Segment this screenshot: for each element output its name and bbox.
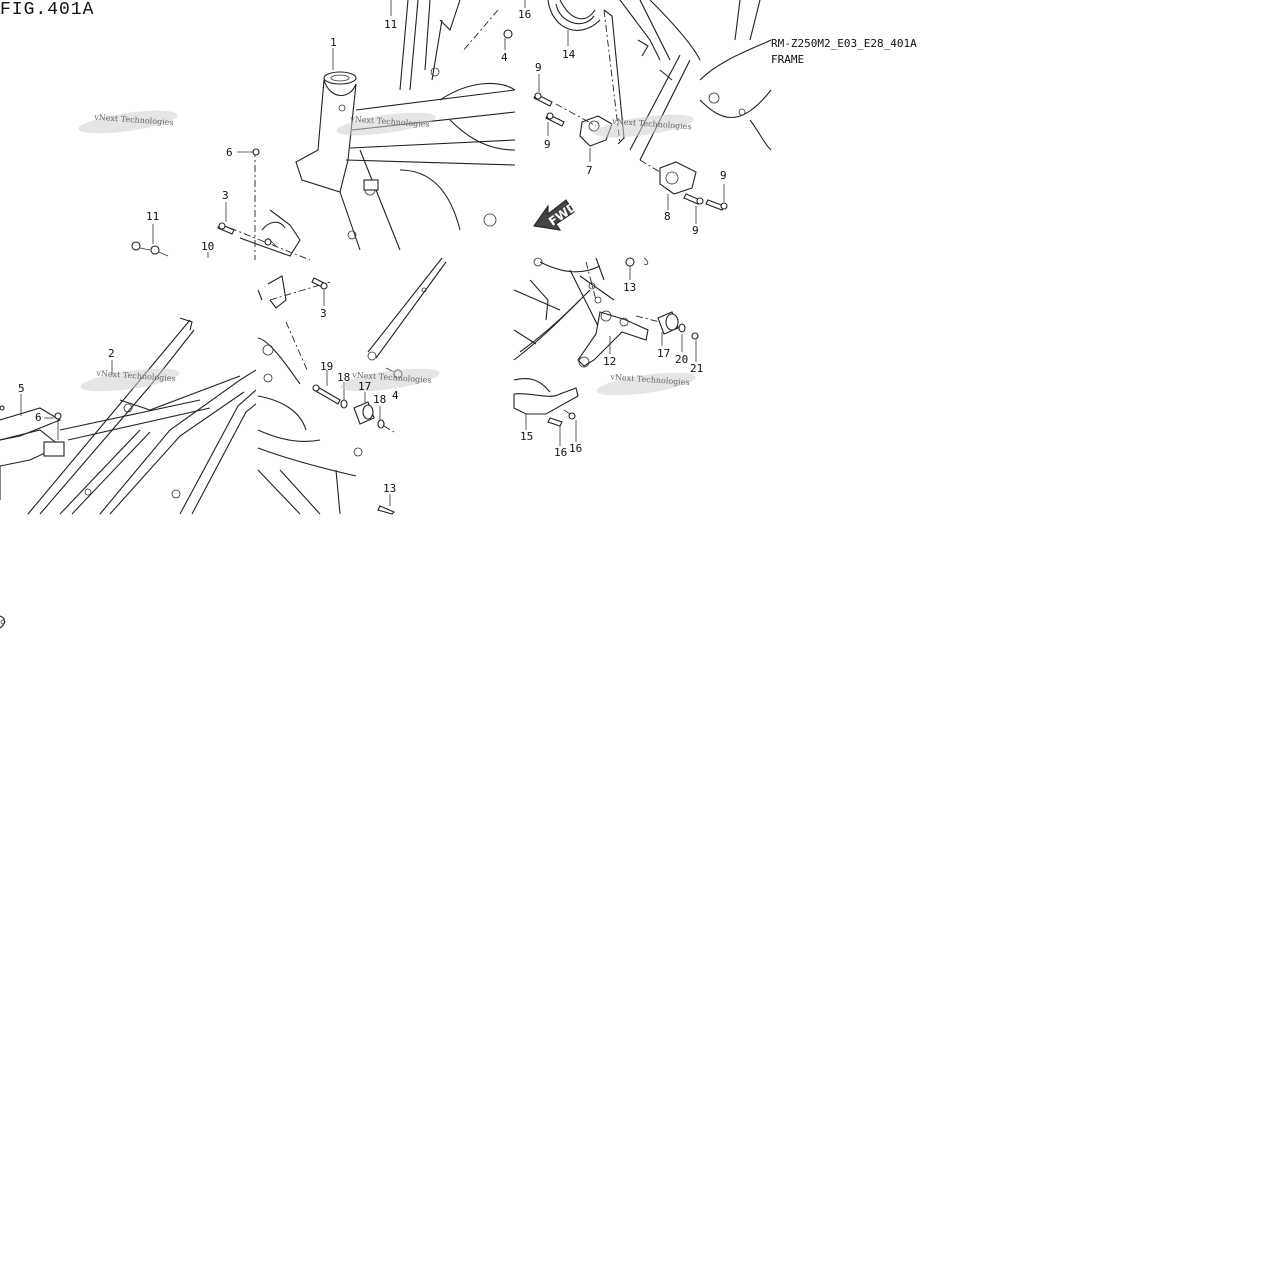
bolt-3	[217, 222, 235, 235]
callout: 18	[337, 371, 350, 384]
callout: 9	[535, 61, 542, 74]
callout: 2	[108, 347, 115, 360]
collar-17a	[353, 401, 375, 425]
callout: 6	[35, 411, 42, 424]
callout: 11	[146, 210, 159, 223]
callout-numbers: 1 2 3 3 4 4 5 6 6 7 8 9 9 9 9 10 11 11 1…	[18, 8, 727, 495]
collar-17b	[657, 311, 679, 335]
cover-14	[555, 3, 595, 25]
callout: 19	[320, 360, 333, 373]
callout: 7	[586, 164, 593, 177]
head-pipe	[295, 71, 516, 251]
callout: 4	[501, 51, 508, 64]
callout: 1	[330, 36, 337, 49]
callout: 11	[384, 18, 397, 31]
callout: 5	[18, 382, 25, 395]
bracket-8	[659, 161, 697, 195]
callout: 16	[554, 446, 567, 459]
bolt-4-top	[503, 29, 513, 39]
tile-lower-left	[0, 317, 257, 515]
tile-upper-left	[131, 0, 516, 261]
model-code: RM-Z250M2_E03_E28_401A	[771, 37, 917, 50]
link-12	[577, 310, 649, 368]
callout: 17	[358, 380, 371, 393]
callout: 3	[222, 189, 229, 202]
callout: 9	[720, 169, 727, 182]
callout: 8	[664, 210, 671, 223]
section-label: FRAME	[771, 53, 805, 66]
callout: 13	[623, 281, 636, 294]
callout: 12	[603, 355, 616, 368]
tile-upper-right: FWD	[524, 0, 772, 231]
bolt-6-lower	[54, 412, 62, 440]
callout: 21	[690, 362, 703, 375]
callout: 13	[383, 482, 396, 495]
callout: 14	[562, 48, 576, 61]
callout: 9	[692, 224, 699, 237]
callout: 3	[320, 307, 327, 320]
callout: 18	[373, 393, 386, 406]
tile-lower-right	[513, 257, 699, 446]
bolt-11	[131, 241, 169, 257]
callout: 16	[569, 442, 582, 455]
callout: 9	[544, 138, 551, 151]
bolts-9	[533, 92, 728, 211]
callout: 16	[518, 8, 531, 21]
fwd-arrow: FWD	[533, 199, 580, 231]
watermarks: vNext Technologies vNext Technologies vN…	[78, 110, 696, 396]
callout: 6	[226, 146, 233, 159]
guard-15	[513, 377, 579, 415]
callout: 15	[520, 430, 533, 443]
callout: 10	[201, 240, 214, 253]
figure-title: FIG.401A	[0, 0, 95, 20]
callout: 17	[657, 347, 670, 360]
bolt-19	[312, 384, 341, 405]
callout: 4	[392, 389, 399, 402]
bolt-3-lower	[311, 277, 328, 290]
callout: 20	[675, 353, 688, 366]
